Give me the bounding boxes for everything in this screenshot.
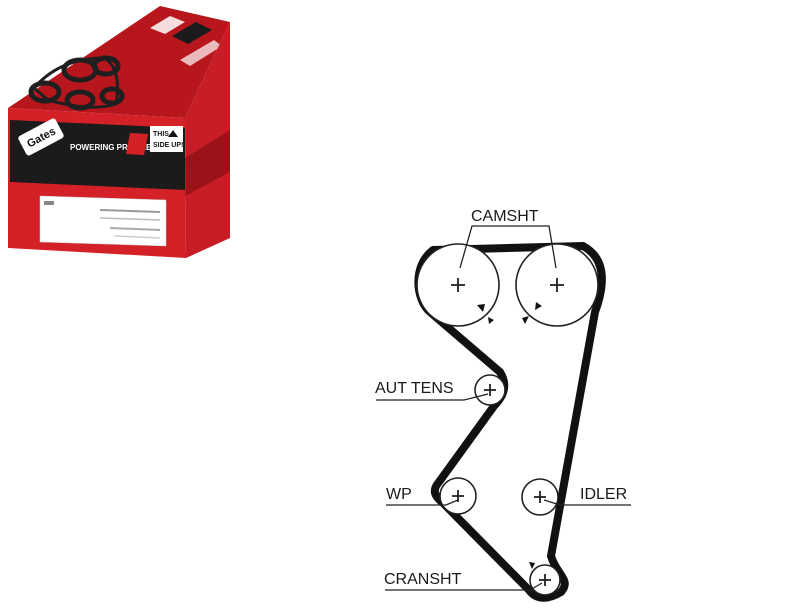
idler-pulley <box>521 478 559 516</box>
label-auto-tensioner: AUT TENS <box>375 380 454 397</box>
box-product-sticker <box>39 195 167 247</box>
timing-mark-icon <box>522 316 529 324</box>
water-pump-pulley <box>439 477 477 515</box>
timing-mark-icon <box>477 304 485 312</box>
side-up-label-line2: SIDE UP! <box>153 142 183 149</box>
product-box: Gates POWERING PROGRESS™ THIS SIDE UP! <box>8 6 230 258</box>
side-up-label-line1: THIS <box>153 131 169 138</box>
box-slogan: POWERING PROGRESS™ <box>70 143 170 152</box>
timing-mark-icon <box>535 302 542 310</box>
label-crankshaft: CRANSHT <box>384 571 462 588</box>
camshaft-pulley-left <box>416 243 500 327</box>
timing-mark-icon <box>529 562 535 569</box>
box-top-logo-strip <box>150 16 222 66</box>
leader-lines <box>376 225 631 591</box>
box-red-stripe <box>126 133 148 155</box>
label-idler: IDLER <box>580 486 627 503</box>
camshaft-pulley-right <box>515 243 599 327</box>
box-side-face <box>185 22 230 258</box>
crankshaft-pulley <box>529 562 561 596</box>
belt-routing-diagram: CAMSHT AUT TENS WP IDLER CRANSHT <box>375 208 631 602</box>
auto-tensioner-pulley <box>474 374 506 406</box>
arrow-up-icon <box>168 130 178 137</box>
label-water-pump: WP <box>386 486 412 503</box>
timing-mark-icon <box>488 317 494 324</box>
box-side-dark-band <box>185 130 230 196</box>
box-top-belt-illustration <box>28 55 125 111</box>
side-up-label: THIS SIDE UP! <box>150 126 183 152</box>
label-camshaft: CAMSHT <box>471 208 539 225</box>
